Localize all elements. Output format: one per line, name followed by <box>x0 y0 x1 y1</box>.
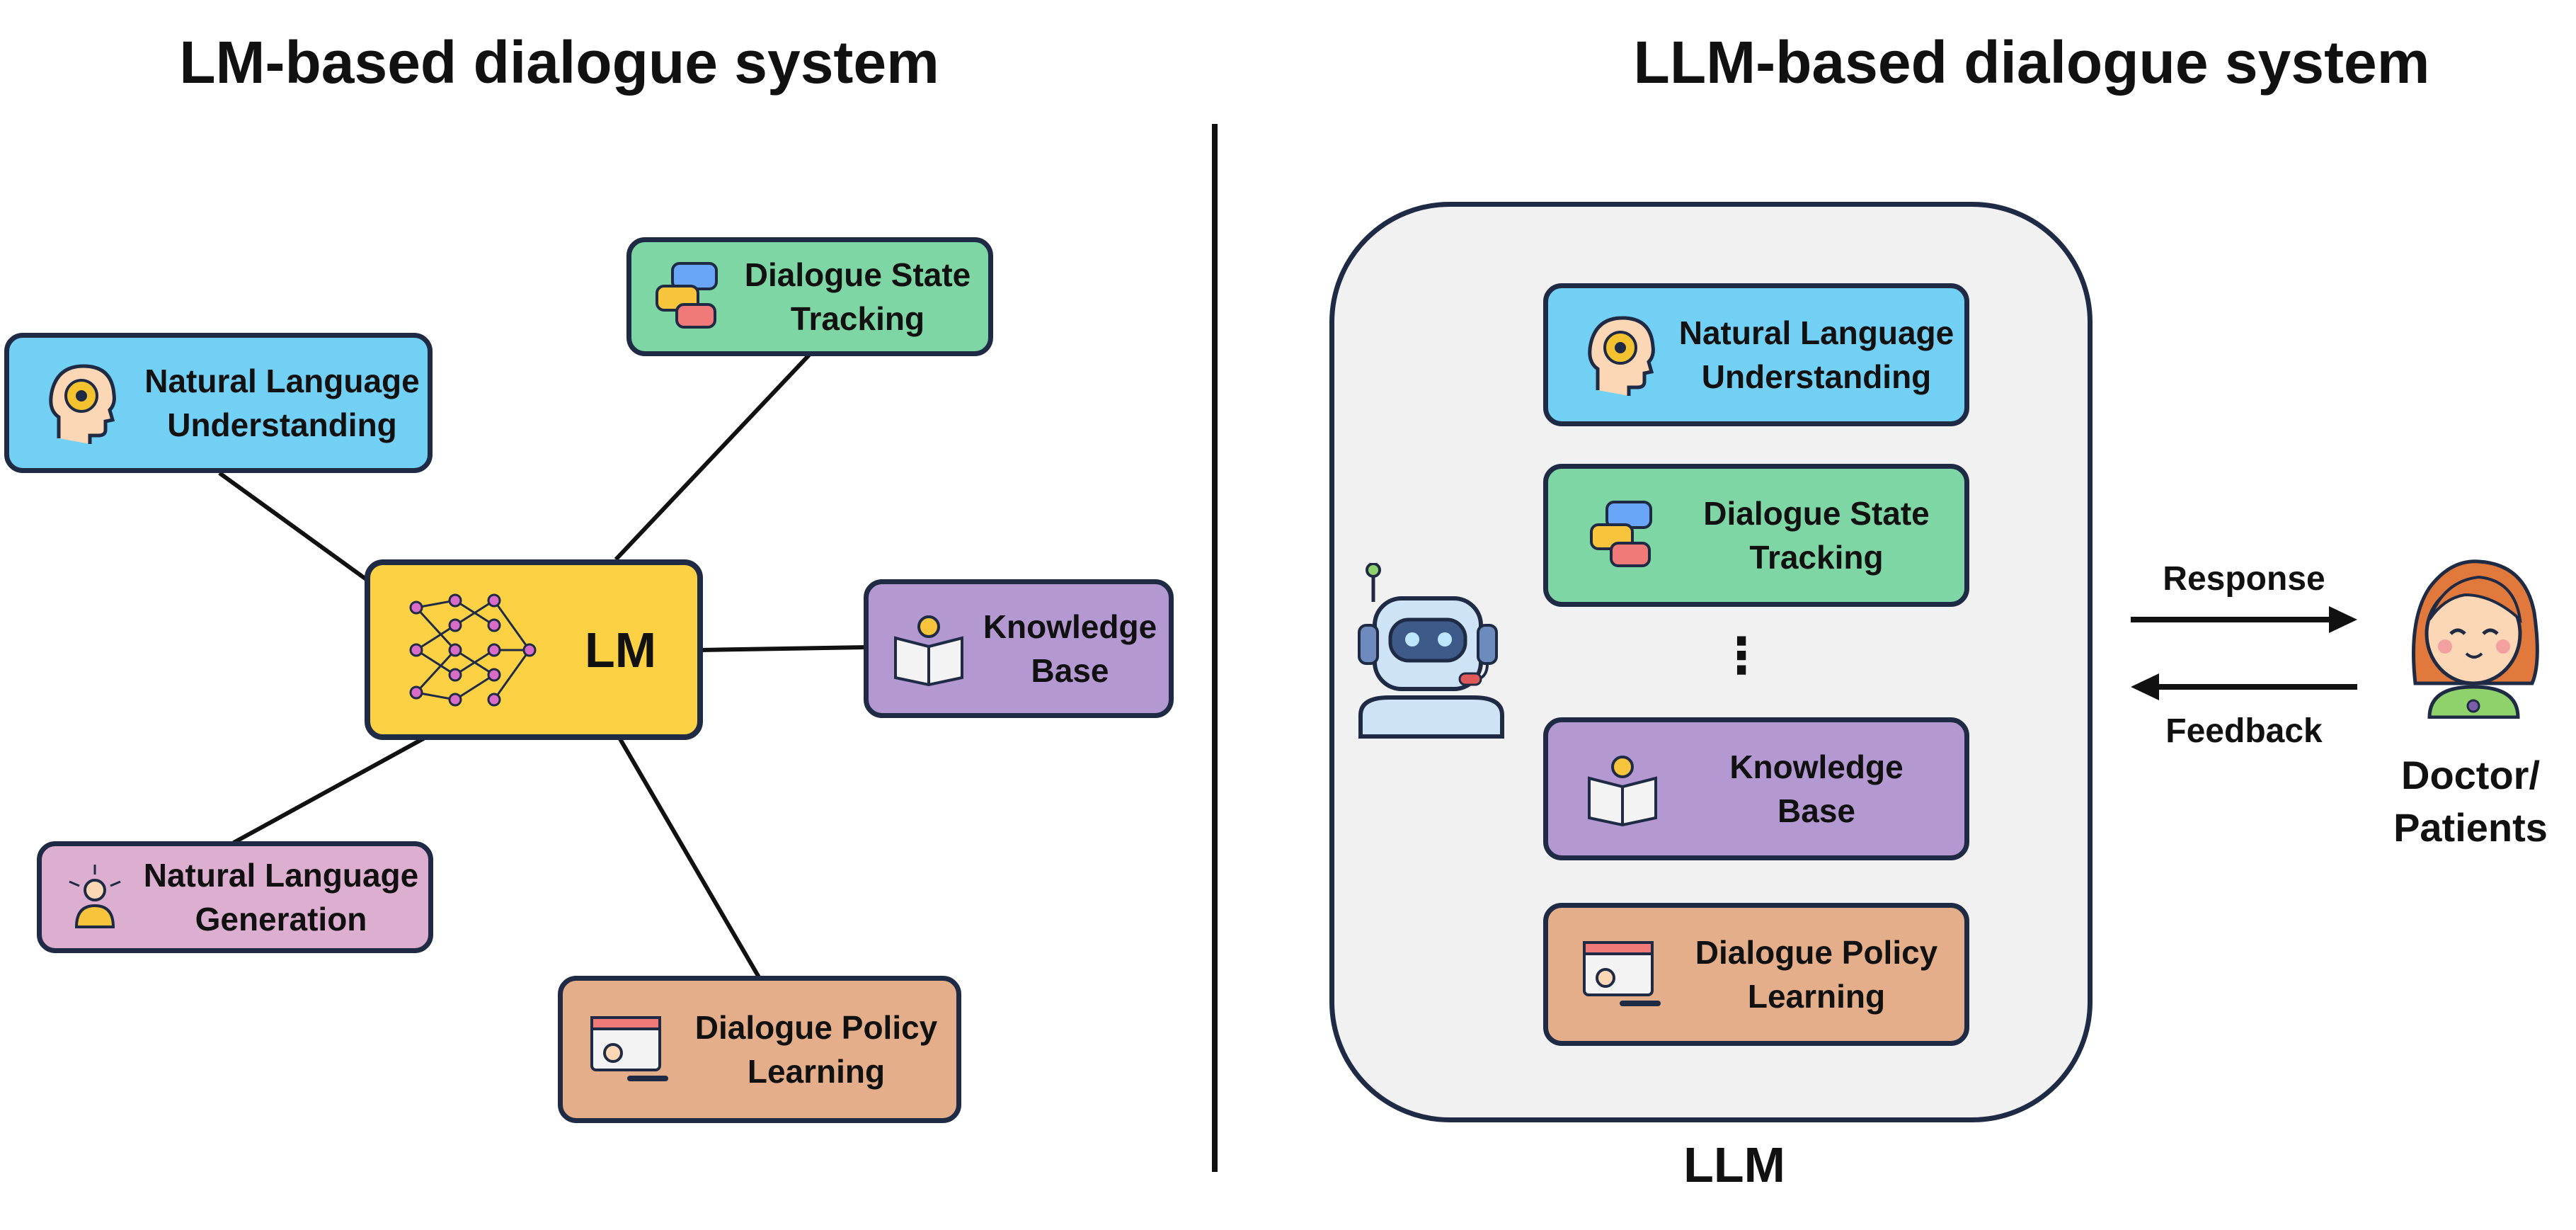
user-label: Doctor/Patients <box>2393 753 2548 850</box>
code-wrench-icon <box>584 1010 676 1088</box>
lm-center-node: LM <box>365 559 703 740</box>
chat-bubbles-icon <box>1576 496 1668 574</box>
neural-network-icon <box>402 586 544 714</box>
edge-lm-dpl <box>617 736 763 982</box>
person-broadcast-icon <box>56 862 134 933</box>
brain-head-icon <box>1576 312 1668 397</box>
doctor-avatar-icon <box>2401 556 2546 719</box>
response-label: Response <box>2163 560 2325 598</box>
llm-container-label: LLM <box>1683 1137 1785 1192</box>
response-arrowhead <box>2329 606 2357 633</box>
brain-head-icon <box>30 360 137 445</box>
edge-lm-nlg <box>232 736 426 845</box>
module-ellipsis: ⋮ <box>1717 628 1766 683</box>
code-wrench-icon <box>1576 935 1668 1013</box>
book-lightbulb-icon <box>886 610 971 688</box>
feedback-label: Feedback <box>2165 712 2323 750</box>
left-title: LM-based dialogue system <box>179 29 939 96</box>
book-lightbulb-icon <box>1576 750 1668 828</box>
feedback-arrowhead <box>2131 673 2159 700</box>
edge-lm-kb <box>700 645 868 652</box>
lm-label: LM <box>584 622 657 678</box>
chat-bubbles-icon <box>649 258 727 336</box>
edge-lm-nlu <box>218 471 370 583</box>
robot-icon <box>1346 562 1516 740</box>
right-title: LLM-based dialogue system <box>1633 29 2430 96</box>
edge-lm-dst <box>614 349 815 562</box>
